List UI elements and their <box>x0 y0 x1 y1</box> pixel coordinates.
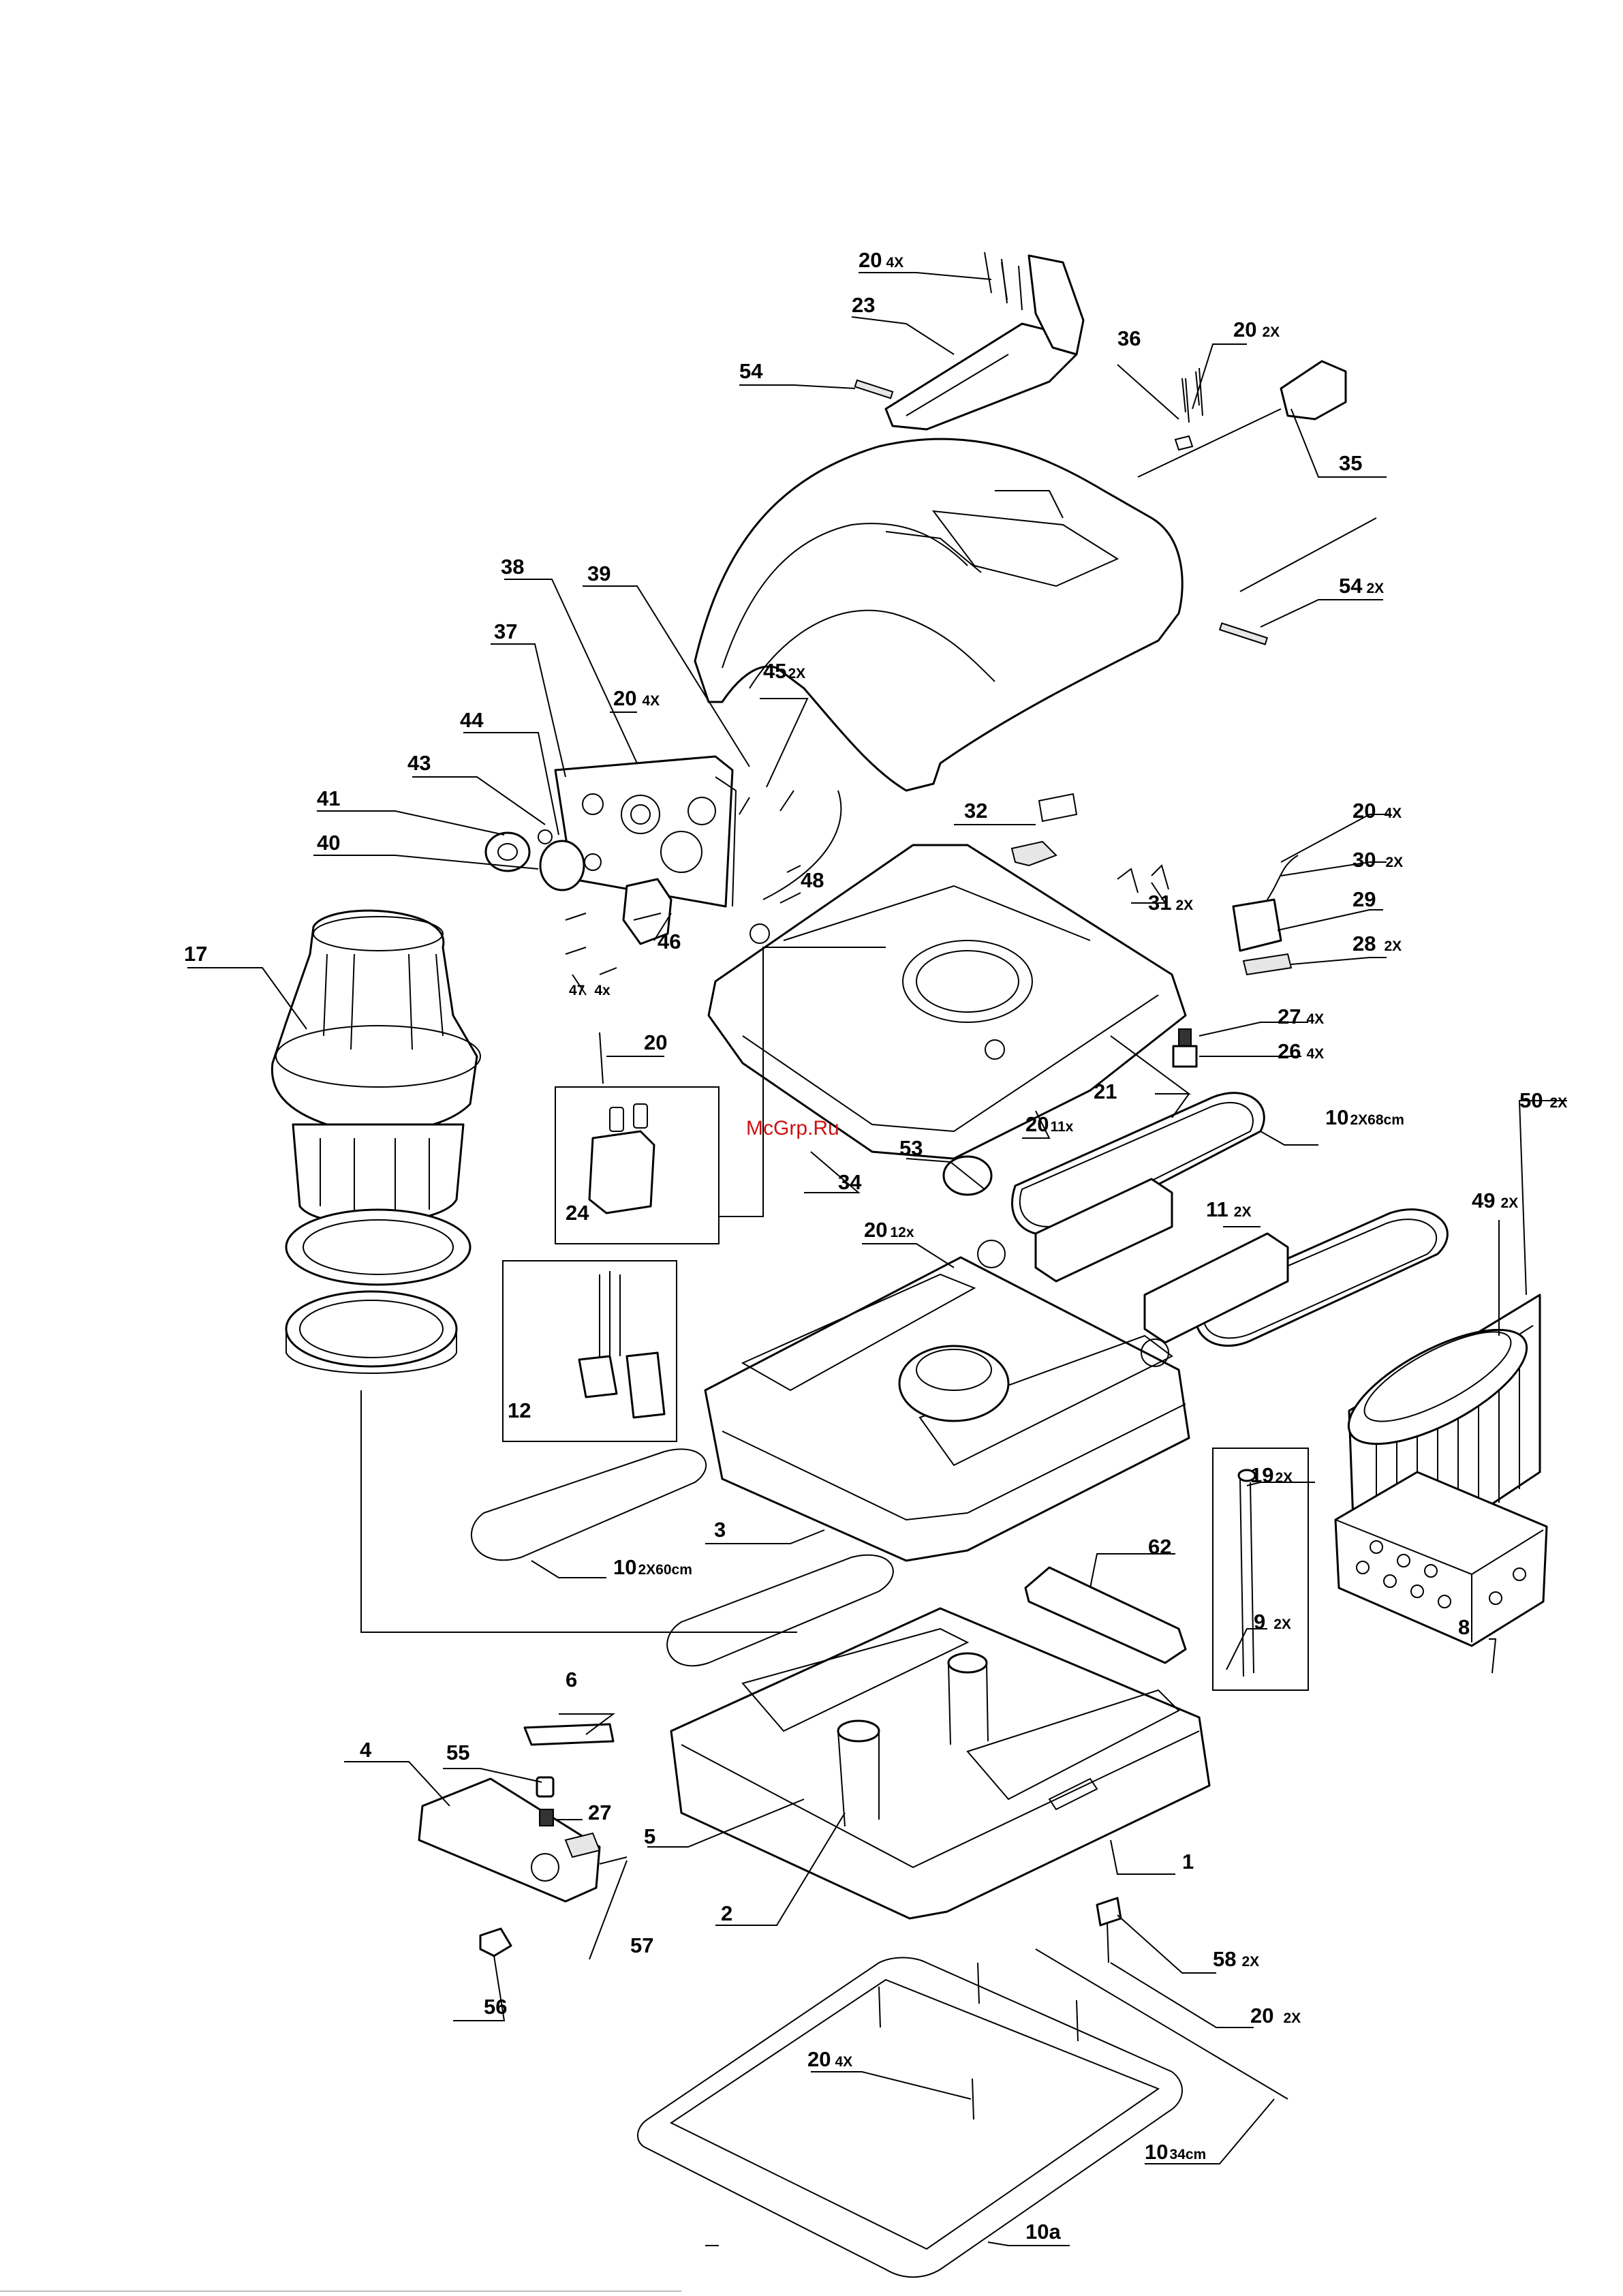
callout-21: 21 <box>1094 1080 1117 1103</box>
callout-48: 48 <box>801 868 824 892</box>
latch-part-4 <box>419 1779 600 1901</box>
terminal-block-part-32 <box>1012 794 1077 866</box>
callout-29: 29 <box>1352 887 1376 911</box>
callout-55: 55 <box>446 1741 469 1764</box>
callout-10-2x60cm: 102X60cm <box>613 1555 692 1579</box>
callout-53: 53 <box>899 1136 923 1160</box>
callout-36: 36 <box>1117 326 1141 350</box>
watermark-text: McGrp.Ru <box>746 1117 839 1139</box>
callout-54: 54 <box>739 359 763 383</box>
relay-part-24 <box>589 1104 654 1213</box>
callout-10-2x68cm: 102X68cm <box>1325 1105 1404 1129</box>
callout-19-2x: 192X <box>1250 1463 1293 1487</box>
callout-56: 56 <box>484 1995 507 2019</box>
rod-part-9 <box>1239 1470 1255 1677</box>
callout-43: 43 <box>407 751 431 775</box>
callout-10a: 10a <box>1025 2220 1061 2244</box>
callout-2: 2 <box>721 1901 732 1925</box>
callout-41: 41 <box>317 786 340 810</box>
callout-31-2x: 312X <box>1148 891 1193 915</box>
callout-4: 4 <box>360 1738 372 1762</box>
callout-38: 38 <box>501 555 524 579</box>
callout-24: 24 <box>566 1201 589 1225</box>
callout-20-11x: 2011x <box>1025 1112 1074 1136</box>
callout-6: 6 <box>566 1668 577 1692</box>
callout-5: 5 <box>644 1824 655 1848</box>
callout-40: 40 <box>317 831 340 855</box>
callout-44: 44 <box>460 708 484 732</box>
middle-section-part-3 <box>705 1240 1189 1561</box>
clip-part-58 <box>1097 1898 1121 1925</box>
callout-8: 8 <box>1458 1615 1470 1639</box>
callout-35: 35 <box>1339 451 1362 475</box>
callout-20-relay: 20 <box>644 1030 667 1054</box>
knob-part-53 <box>944 1157 991 1195</box>
pin-part-54-right <box>1220 623 1267 644</box>
callout-17: 17 <box>184 942 207 966</box>
power-cord-part-35 <box>1138 361 1346 477</box>
upper-chassis-part-21 <box>709 845 1186 1159</box>
callout-27: 27 <box>588 1801 611 1824</box>
callout-39: 39 <box>587 562 610 585</box>
part-drawings <box>272 252 1547 2277</box>
foot-part-26 <box>1173 1029 1196 1067</box>
callout-1: 1 <box>1182 1850 1194 1873</box>
motor-part-17 <box>272 910 480 1373</box>
callout-12: 12 <box>508 1398 531 1422</box>
callout-23: 23 <box>852 293 875 317</box>
callout-62: 62 <box>1148 1535 1171 1559</box>
callout-3: 3 <box>714 1518 726 1542</box>
clip-part-31 <box>1117 866 1169 893</box>
callout-37: 37 <box>494 619 517 643</box>
bottom-screws <box>879 1922 1109 2119</box>
bracket-part-62 <box>1025 1567 1186 1663</box>
motor-cover-housing <box>695 439 1182 791</box>
sensor-part-12 <box>579 1271 664 1418</box>
strip-part-6 <box>525 1724 613 1745</box>
callout-10-34cm: 1034cm <box>1145 2140 1206 2164</box>
callout-34: 34 <box>838 1170 862 1194</box>
callout-46: 46 <box>658 930 681 953</box>
base-tank-part-1 <box>671 1608 1209 1918</box>
callout-32: 32 <box>964 799 987 823</box>
pin-part-54 <box>855 380 893 399</box>
capacitor-part-29 <box>1233 855 1298 975</box>
bottom-gasket-part-10a <box>638 1958 1182 2278</box>
callout-57: 57 <box>630 1933 653 1957</box>
